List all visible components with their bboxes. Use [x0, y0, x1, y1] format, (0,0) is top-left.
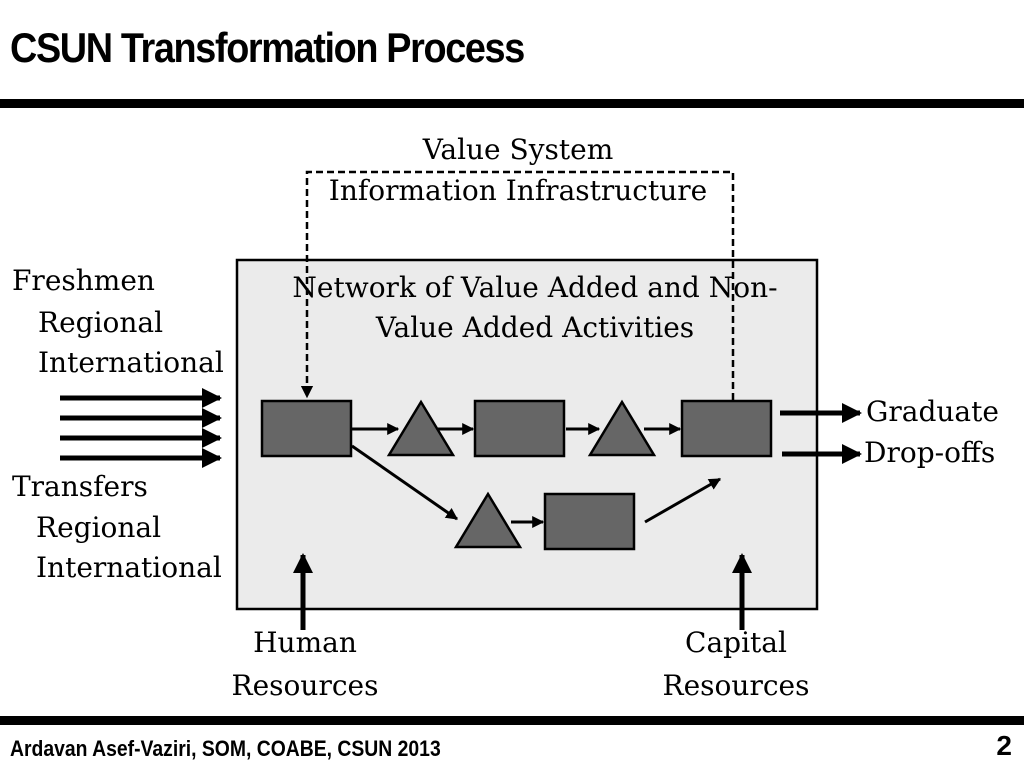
capital-resources-label: Resources — [663, 669, 810, 702]
buffer-triangle-3 — [453, 491, 523, 549]
network-label-line1: Network of Value Added and Non- — [292, 271, 777, 304]
activity-box-4 — [543, 492, 636, 551]
transfers-international-label: International — [36, 551, 222, 584]
human-resources-label: Resources — [232, 669, 379, 702]
freshmen-international-label: International — [38, 346, 224, 379]
freshmen-regional-label: Regional — [38, 306, 163, 339]
transfers-label: Transfers — [12, 470, 148, 503]
flow-arrow — [351, 444, 458, 521]
network-label-line2: Value Added Activities — [375, 311, 694, 344]
slide-title: CSUN Transformation Process — [10, 24, 525, 71]
information-infrastructure-label: Information Infrastructure — [329, 174, 707, 207]
activity-box-3 — [680, 399, 773, 458]
buffer-triangle-2 — [587, 399, 657, 457]
top-divider — [0, 99, 1024, 108]
buffer-triangle-1 — [386, 399, 456, 457]
capital-label: Capital — [685, 626, 787, 659]
footer-credit: Ardavan Asef-Vaziri, SOM, COABE, CSUN 20… — [10, 736, 441, 761]
flow-arrow — [644, 477, 722, 524]
value-system-feedback-line — [300, 170, 735, 400]
dropoffs-label: Drop-offs — [864, 436, 995, 469]
human-label: Human — [253, 626, 357, 659]
activity-box-1 — [260, 399, 353, 458]
transfers-regional-label: Regional — [36, 511, 161, 544]
value-system-label: Value System — [422, 133, 614, 166]
page-number: 2 — [996, 730, 1012, 761]
freshmen-label: Freshmen — [12, 264, 155, 297]
activity-box-2 — [473, 399, 566, 458]
bottom-divider — [0, 716, 1024, 725]
graduate-label: Graduate — [866, 395, 999, 428]
